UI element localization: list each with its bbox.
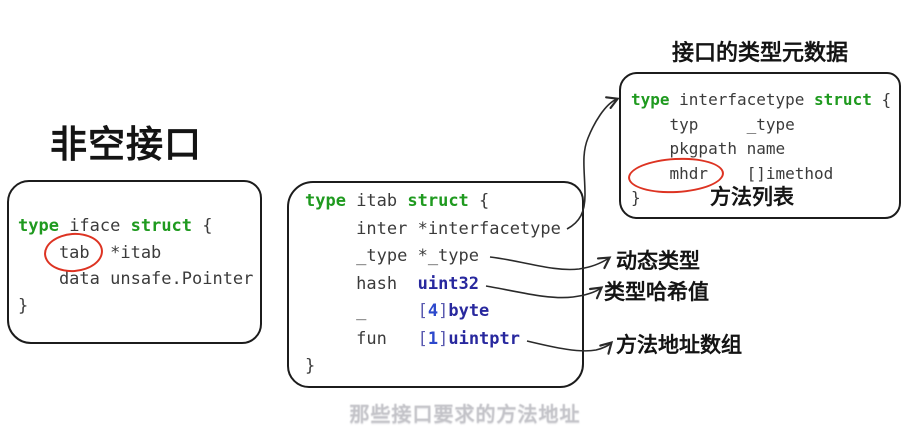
code-token: uintptr <box>448 328 520 349</box>
code-token: inter *interfacetype <box>305 218 561 239</box>
code-line: _ [4]byte <box>305 298 561 326</box>
method-addresses-label: 方法地址数组 <box>616 333 742 357</box>
code-token: struct <box>130 216 193 236</box>
code-line: mhdr []imethod <box>631 162 891 187</box>
iface-struct-box: type iface struct { tab *itab data unsaf… <box>7 180 262 344</box>
code-token: mhdr []imethod <box>631 163 834 183</box>
code-token: 1 <box>427 328 439 349</box>
dynamic-type-label: 动态类型 <box>616 249 700 273</box>
code-token: } <box>18 295 29 316</box>
code-token: struct <box>407 191 469 211</box>
code-line: } <box>305 353 561 381</box>
code-token: typ _type <box>631 114 795 134</box>
code-token: type <box>631 90 670 109</box>
type-hash-label: 类型哈希值 <box>604 280 709 304</box>
code-token: type <box>305 191 346 211</box>
code-line: _type *_type <box>305 243 561 271</box>
code-token: ] <box>438 301 449 321</box>
code-token: data unsafe.Pointer <box>18 269 254 289</box>
code-line: inter *interfacetype <box>305 216 561 244</box>
code-line: type interfacetype struct { <box>631 88 891 113</box>
code-token: type <box>18 216 59 236</box>
code-token: iface <box>58 216 131 236</box>
itab-code: type itab struct { inter *interfacetype … <box>305 188 561 381</box>
code-token: ] <box>438 328 449 349</box>
code-line: } <box>631 186 891 211</box>
iface-code: type iface struct { tab *itab data unsaf… <box>18 213 253 319</box>
code-token: [ <box>417 328 428 349</box>
method-list-label: 方法列表 <box>710 185 794 209</box>
interfacetype-code: type interfacetype struct { typ _type pk… <box>631 88 891 211</box>
code-token: hash <box>305 273 418 294</box>
non-empty-interface-title: 非空接口 <box>50 125 202 166</box>
code-token: _ <box>305 301 418 321</box>
code-token: pkgpath name <box>631 139 786 158</box>
code-line: tab *itab <box>18 240 253 267</box>
code-line: type iface struct { <box>18 213 253 240</box>
code-line: data unsafe.Pointer <box>18 266 253 293</box>
code-line: typ _type <box>631 113 891 138</box>
code-token: interfacetype <box>669 90 815 109</box>
watermark-caption: 那些接口要求的方法地址 <box>349 404 581 426</box>
code-token: tab *itab <box>18 242 162 263</box>
interface-type-metadata-title: 接口的类型元数据 <box>672 40 849 65</box>
code-line: pkgpath name <box>631 137 891 162</box>
code-token: { <box>468 191 490 211</box>
code-token: fun <box>305 328 418 349</box>
code-token: _type *_type <box>305 246 479 266</box>
code-line: } <box>18 293 253 320</box>
code-token: struct <box>814 90 872 109</box>
code-token: [ <box>417 301 428 321</box>
code-line: hash uint32 <box>305 271 561 299</box>
code-token: uint32 <box>417 273 480 294</box>
code-token: byte <box>448 301 490 321</box>
code-token: 4 <box>427 301 439 321</box>
code-line: fun [1]uintptr <box>305 326 561 354</box>
code-token: itab <box>345 191 408 211</box>
code-token: } <box>305 356 316 376</box>
code-token: { <box>192 216 213 236</box>
interfacetype-struct-box: type interfacetype struct { typ _type pk… <box>619 72 901 219</box>
code-line: type itab struct { <box>305 188 561 216</box>
code-token: { <box>871 90 892 109</box>
itab-struct-box: type itab struct { inter *interfacetype … <box>287 181 584 388</box>
code-token: } <box>631 188 641 207</box>
